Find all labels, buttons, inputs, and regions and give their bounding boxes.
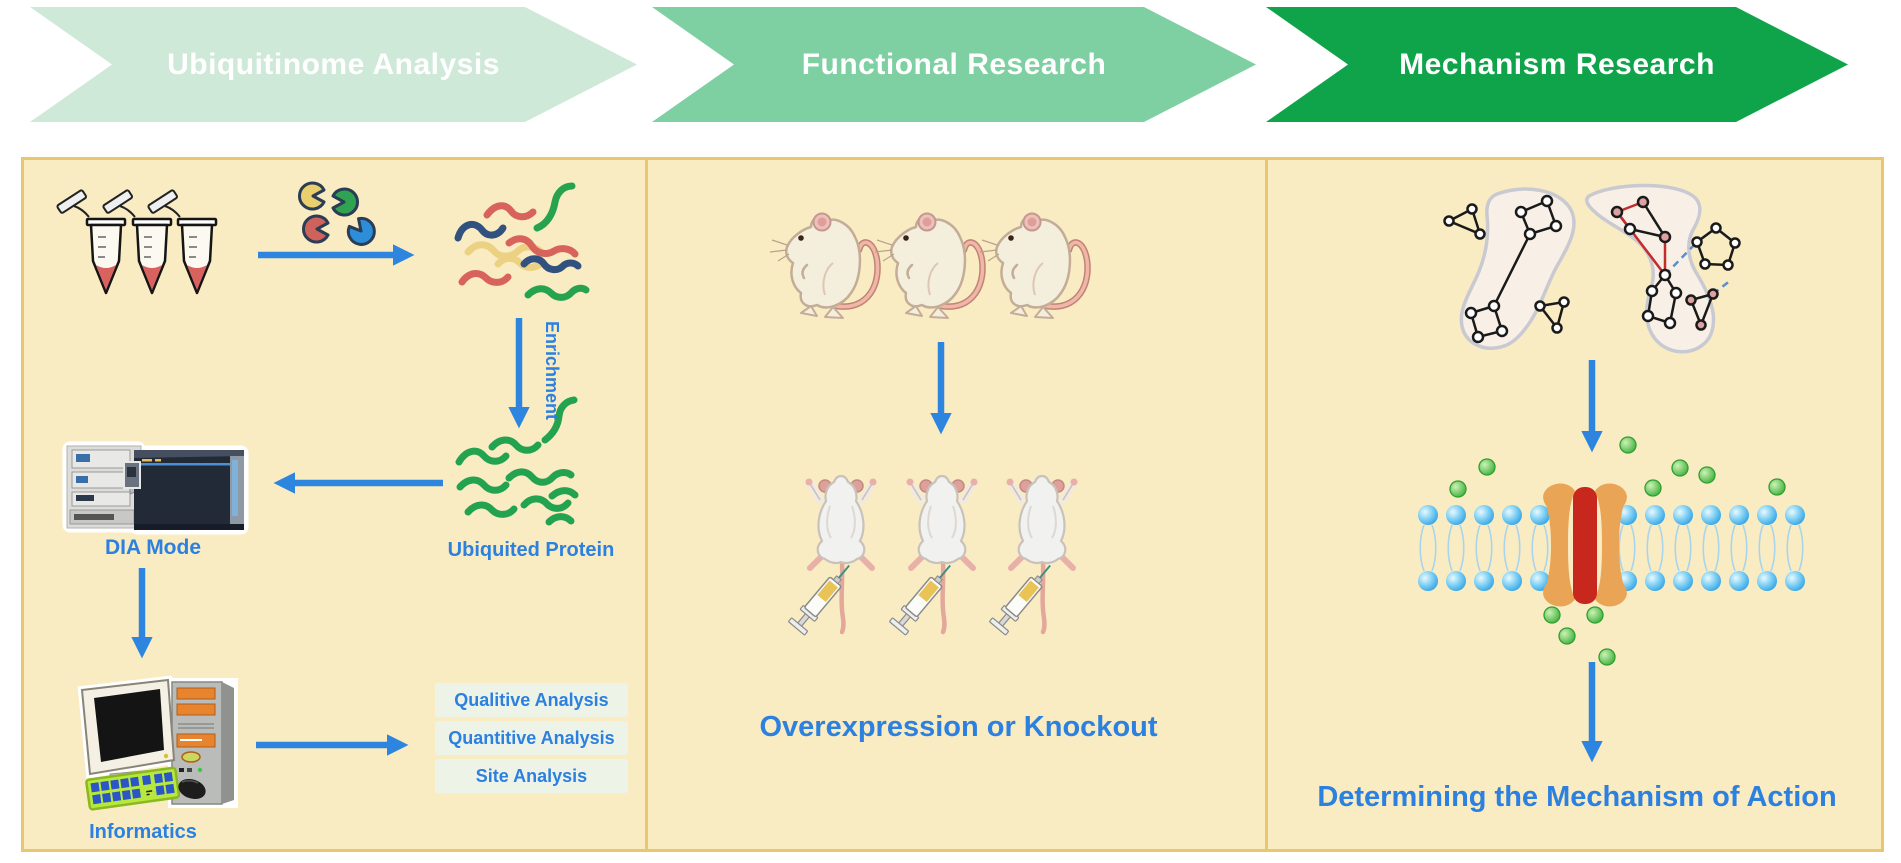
site-analysis-box: Site Analysis: [435, 759, 628, 793]
panel-divider: [1265, 157, 1268, 852]
stage-banner-label: Ubiquitinome Analysis: [167, 47, 500, 81]
ubiquited-protein-label: Ubiquited Protein: [447, 539, 615, 561]
informatics-label: Informatics: [89, 821, 197, 843]
quantitive-analysis-box: Quantitive Analysis: [435, 721, 628, 755]
stage-banner-functional: Functional Research: [652, 7, 1256, 122]
analysis-label: Quantitive Analysis: [448, 727, 615, 748]
stage-banner-label: Mechanism Research: [1399, 47, 1715, 81]
stage-banner-label: Functional Research: [801, 47, 1107, 81]
enrichment-label: Enrichment: [542, 321, 562, 421]
dia-mode-label: DIA Mode: [104, 536, 202, 559]
panel-divider: [645, 157, 648, 852]
stage-banner-ubiquitinome: Ubiquitinome Analysis: [30, 7, 637, 122]
workflow-board: [21, 157, 1884, 852]
stage-banner-mechanism: Mechanism Research: [1266, 7, 1848, 122]
analysis-label: Site Analysis: [475, 765, 588, 786]
analysis-label: Qualitive Analysis: [454, 689, 609, 710]
functional-caption: Overexpression or Knockout: [759, 711, 1158, 743]
mechanism-caption: Determining the Mechanism of Action: [1317, 781, 1837, 813]
qualitive-analysis-box: Qualitive Analysis: [435, 683, 628, 717]
